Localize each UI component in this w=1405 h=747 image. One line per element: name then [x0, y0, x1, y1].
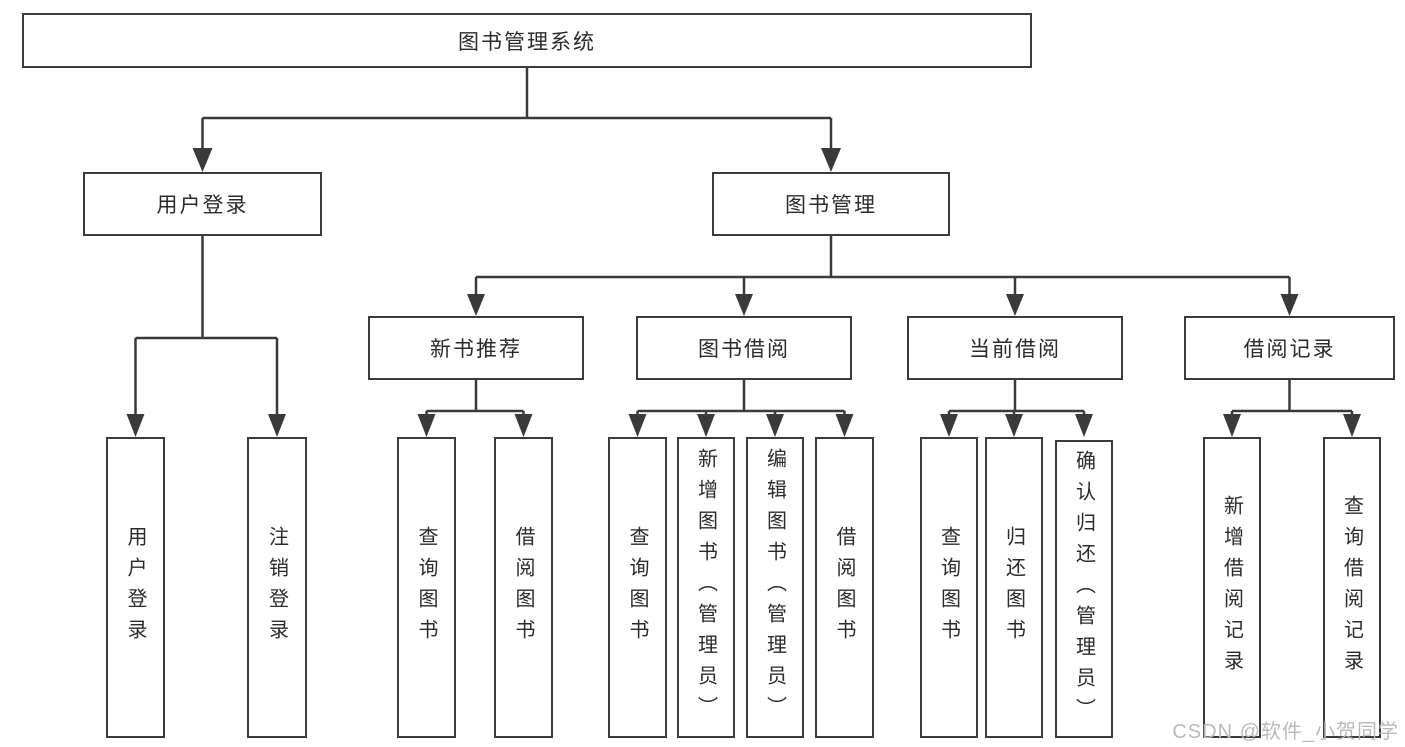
node-label: 借阅记录 — [1243, 338, 1336, 361]
node-label: 用户登录 — [156, 194, 249, 217]
node-label: 借阅图书 — [833, 525, 855, 650]
leaf-logout: 注销登录 — [247, 437, 307, 738]
node-label: 注销登录 — [265, 525, 288, 650]
node-label: 用户登录 — [124, 525, 146, 650]
node-label: 新增图书（管理员） — [694, 448, 717, 727]
edge-user-login-to-leaves — [134, 236, 279, 416]
arrowheads — [126, 148, 1361, 437]
edge-root-to-level2 — [201, 68, 833, 150]
node-label: 图书管理系统 — [458, 30, 596, 54]
leaf-borrow-books-recommend: 借阅图书 — [494, 437, 553, 738]
node-label: 查询借阅记录 — [1340, 494, 1363, 681]
leaf-add-book-admin: 新增图书（管理员） — [677, 437, 735, 738]
leaf-edit-book-admin: 编辑图书（管理员） — [746, 437, 804, 738]
leaf-query-books-current: 查询图书 — [920, 437, 978, 738]
node-root: 图书管理系统 — [22, 13, 1032, 68]
node-label: 查询图书 — [415, 525, 437, 650]
node-label: 借阅图书 — [512, 525, 534, 650]
leaf-query-books-borrowing: 查询图书 — [608, 437, 667, 738]
leaf-confirm-return-admin: 确认归还（管理员） — [1055, 440, 1113, 738]
leaf-query-borrow-record: 查询借阅记录 — [1323, 437, 1381, 738]
node-new-book-recommendation: 新书推荐 — [368, 316, 584, 380]
leaf-user-login: 用户登录 — [106, 437, 165, 738]
leaf-query-books-recommend: 查询图书 — [397, 437, 456, 738]
node-book-management: 图书管理 — [712, 172, 950, 236]
node-current-borrowing: 当前借阅 — [907, 316, 1123, 380]
node-label: 归还图书 — [1002, 525, 1025, 650]
node-label: 图书管理 — [785, 194, 877, 217]
leaf-add-borrow-record: 新增借阅记录 — [1203, 437, 1261, 738]
edge-recommendation-to-leaves — [425, 380, 525, 416]
node-label: 新增借阅记录 — [1220, 494, 1243, 681]
leaf-return-books: 归还图书 — [985, 437, 1043, 738]
node-label: 图书借阅 — [698, 338, 790, 361]
node-label: 查询图书 — [626, 525, 648, 650]
leaf-borrow-books-borrowing: 借阅图书 — [815, 437, 874, 738]
node-label: 新书推荐 — [430, 338, 522, 361]
node-label: 当前借阅 — [969, 338, 1061, 361]
node-label: 编辑图书（管理员） — [763, 448, 786, 727]
edge-records-to-leaves — [1230, 380, 1354, 416]
watermark: CSDN @软件_小贺同学 — [1172, 721, 1399, 743]
node-borrowing-records: 借阅记录 — [1184, 316, 1395, 380]
edge-current-to-leaves — [947, 380, 1086, 416]
node-label: 查询图书 — [937, 525, 960, 650]
node-label: 确认归还（管理员） — [1072, 449, 1095, 729]
edge-book-management-to-level3 — [474, 236, 1291, 295]
node-user-login: 用户登录 — [83, 172, 322, 236]
edge-borrowing-to-leaves — [636, 380, 846, 416]
node-book-borrowing: 图书借阅 — [636, 316, 852, 380]
